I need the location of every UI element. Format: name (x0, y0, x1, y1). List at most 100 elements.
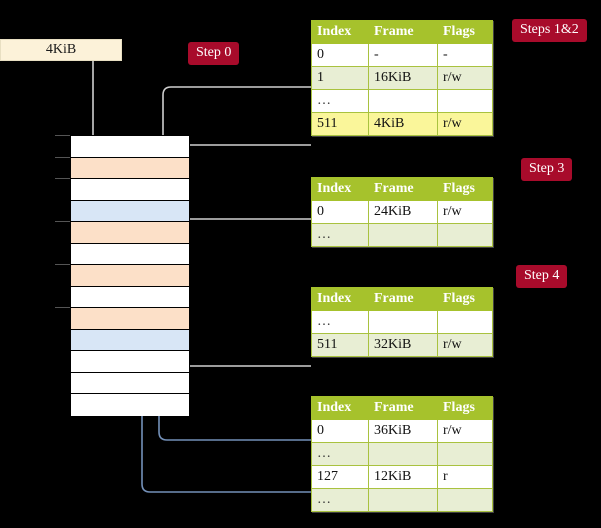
cell-frame: 12KiB (368, 465, 438, 489)
badge-step-0: Step 0 (188, 42, 240, 65)
column-header-index: Index (311, 396, 369, 420)
cell-index: 127 (311, 465, 369, 489)
column-header-frame: Frame (368, 396, 438, 420)
cell-frame (368, 442, 438, 466)
cell-flags (437, 89, 493, 113)
cell-frame: - (368, 43, 438, 67)
table-row: … (311, 310, 493, 334)
cell-index: … (311, 310, 369, 334)
cell-flags: r (437, 465, 493, 489)
cell-frame (368, 89, 438, 113)
memory-tick (55, 264, 70, 265)
memory-frame-row (71, 200, 189, 222)
cell-flags: - (437, 43, 493, 67)
memory-frame-row (71, 308, 189, 330)
cell-frame: 32KiB (368, 333, 438, 357)
cell-frame: 36KiB (368, 419, 438, 443)
column-header-flags: Flags (437, 287, 493, 311)
column-header-index: Index (311, 177, 369, 201)
memory-frame-row (71, 394, 189, 416)
cell-flags: r/w (437, 112, 493, 136)
cell-frame: 24KiB (368, 200, 438, 224)
cell-flags: r/w (437, 333, 493, 357)
cell-flags (437, 488, 493, 512)
memory-frame-row (71, 265, 189, 287)
column-header-frame: Frame (368, 177, 438, 201)
wire-step3-grey (171, 218, 311, 262)
memory-frame-row (71, 136, 189, 158)
memory-frame-row (71, 329, 189, 351)
memory-tick (55, 307, 70, 308)
column-header-flags: Flags (437, 396, 493, 420)
memory-frame-row (71, 157, 189, 179)
badge-steps-1-2-label: Steps 1&2 (520, 22, 579, 37)
badge-steps-1-2: Steps 1&2 (512, 19, 587, 42)
badge-step-3: Step 3 (521, 158, 573, 181)
cell-index: 0 (311, 43, 369, 67)
cell-index: 0 (311, 419, 369, 443)
badge-step-4-label: Step 4 (524, 268, 560, 283)
table-row: … (311, 488, 493, 512)
cell-index: 1 (311, 66, 369, 90)
source-box-label: 4KiB (45, 42, 77, 57)
table-row: … (311, 442, 493, 466)
cell-index: 511 (311, 112, 369, 136)
cell-index: … (311, 223, 369, 247)
source-box-4kib: 4KiB (0, 39, 122, 61)
cell-flags (437, 442, 493, 466)
memory-frame-row (71, 286, 189, 308)
column-header-flags: Flags (437, 20, 493, 44)
memory-tick (55, 178, 70, 179)
cell-frame: 4KiB (368, 112, 438, 136)
cell-index: … (311, 442, 369, 466)
cell-flags (437, 223, 493, 247)
cell-flags: r/w (437, 66, 493, 90)
physical-memory-strip (70, 135, 190, 416)
memory-frame-row (71, 351, 189, 373)
column-header-frame: Frame (368, 287, 438, 311)
badge-step-4: Step 4 (516, 265, 568, 288)
memory-tick (55, 221, 70, 222)
cell-frame (368, 223, 438, 247)
table-row: 0-- (311, 43, 493, 67)
cell-index: … (311, 488, 369, 512)
memory-frame-row (71, 222, 189, 244)
cell-index: 511 (311, 333, 369, 357)
badge-step-0-label: Step 0 (196, 45, 232, 60)
memory-tick (55, 135, 70, 136)
badge-step-3-label: Step 3 (529, 161, 565, 176)
cell-flags: r/w (437, 419, 493, 443)
memory-frame-row (71, 243, 189, 265)
cell-frame: 16KiB (368, 66, 438, 90)
column-header-index: Index (311, 20, 369, 44)
cell-frame (368, 310, 438, 334)
cell-flags: r/w (437, 200, 493, 224)
memory-frame-row (71, 179, 189, 201)
column-header-flags: Flags (437, 177, 493, 201)
cell-index: … (311, 89, 369, 113)
column-header-index: Index (311, 287, 369, 311)
wire-steps12b-grey (165, 144, 311, 154)
table-row: … (311, 89, 493, 113)
memory-tick (55, 156, 70, 158)
memory-frame-row (71, 372, 189, 394)
cell-frame (368, 488, 438, 512)
cell-flags (437, 310, 493, 334)
wire-step4-grey (173, 300, 311, 367)
cell-index: 0 (311, 200, 369, 224)
